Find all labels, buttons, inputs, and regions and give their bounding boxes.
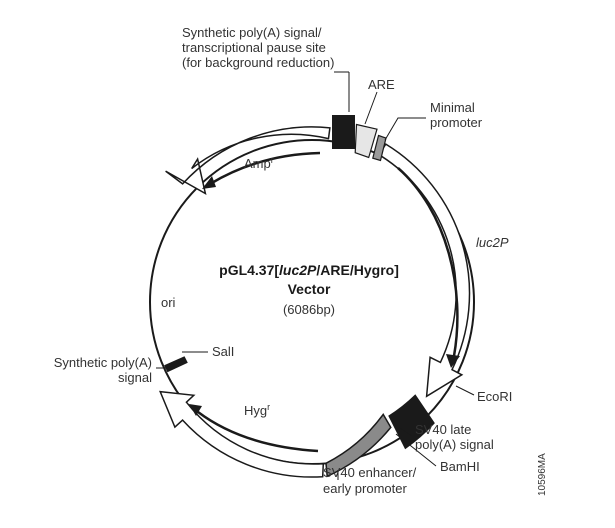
ampr-direction-arrow [209, 151, 321, 186]
leader-ecori [455, 385, 475, 396]
sali-label: SalI [212, 344, 234, 359]
ampr-gene-arrow [165, 126, 331, 195]
sv40-enhancer-label: SV40 enhancer/ [323, 465, 417, 480]
leader-minimal-promoter [384, 117, 426, 141]
minimal-promoter-label-2: promoter [430, 115, 483, 130]
vector-size: (6086bp) [283, 302, 335, 317]
hygr-arrowhead [189, 404, 202, 416]
sv40-late-label-2: poly(A) signal [415, 437, 494, 452]
sv40-late-polya-block [388, 394, 435, 450]
minimal-promoter-label: Minimal [430, 100, 475, 115]
luc2p-direction-arrow [397, 167, 459, 357]
sv40-enhancer-label-2: early promoter [323, 481, 407, 496]
pause-site-label: Synthetic poly(A) signal/ [182, 25, 322, 40]
leader-bamhi [395, 433, 437, 467]
pause-site-label-2: transcriptional pause site [182, 40, 326, 55]
sali-polya-block [164, 356, 188, 373]
luc2p-label: luc2P [476, 235, 509, 250]
sv40-late-label: SV40 late [415, 422, 471, 437]
ampr-label: Ampr [244, 155, 274, 171]
ori-label: ori [161, 295, 176, 310]
leader-sv40-late [399, 427, 413, 437]
hygr-gene-arrow [159, 390, 325, 478]
leader-are [364, 91, 378, 125]
hygr-direction-arrow [197, 410, 319, 453]
vector-title: pGL4.37[luc2P/ARE/Hygro] [219, 262, 399, 278]
are-block [354, 123, 378, 159]
bamhi-label: BamHI [440, 459, 480, 474]
pause-site-block [332, 115, 355, 149]
pause-site-label-3: (for background reduction) [182, 55, 334, 70]
synthetic-polya-label: Synthetic poly(A) [54, 355, 152, 370]
luc2p-arrowhead [446, 354, 460, 368]
vector-title-line2: Vector [288, 281, 331, 297]
ampr-arrowhead [202, 176, 216, 189]
synthetic-polya-label-2: signal [118, 370, 152, 385]
hygr-label: Hygr [244, 402, 270, 418]
are-label: ARE [368, 77, 395, 92]
ecori-label: EcoRI [477, 389, 512, 404]
catalog-number: 10596MA [537, 453, 548, 496]
minimal-promoter-block [372, 134, 387, 162]
sv40-enhancer-block [325, 413, 392, 478]
luc2p-gene-arrow [377, 143, 471, 398]
